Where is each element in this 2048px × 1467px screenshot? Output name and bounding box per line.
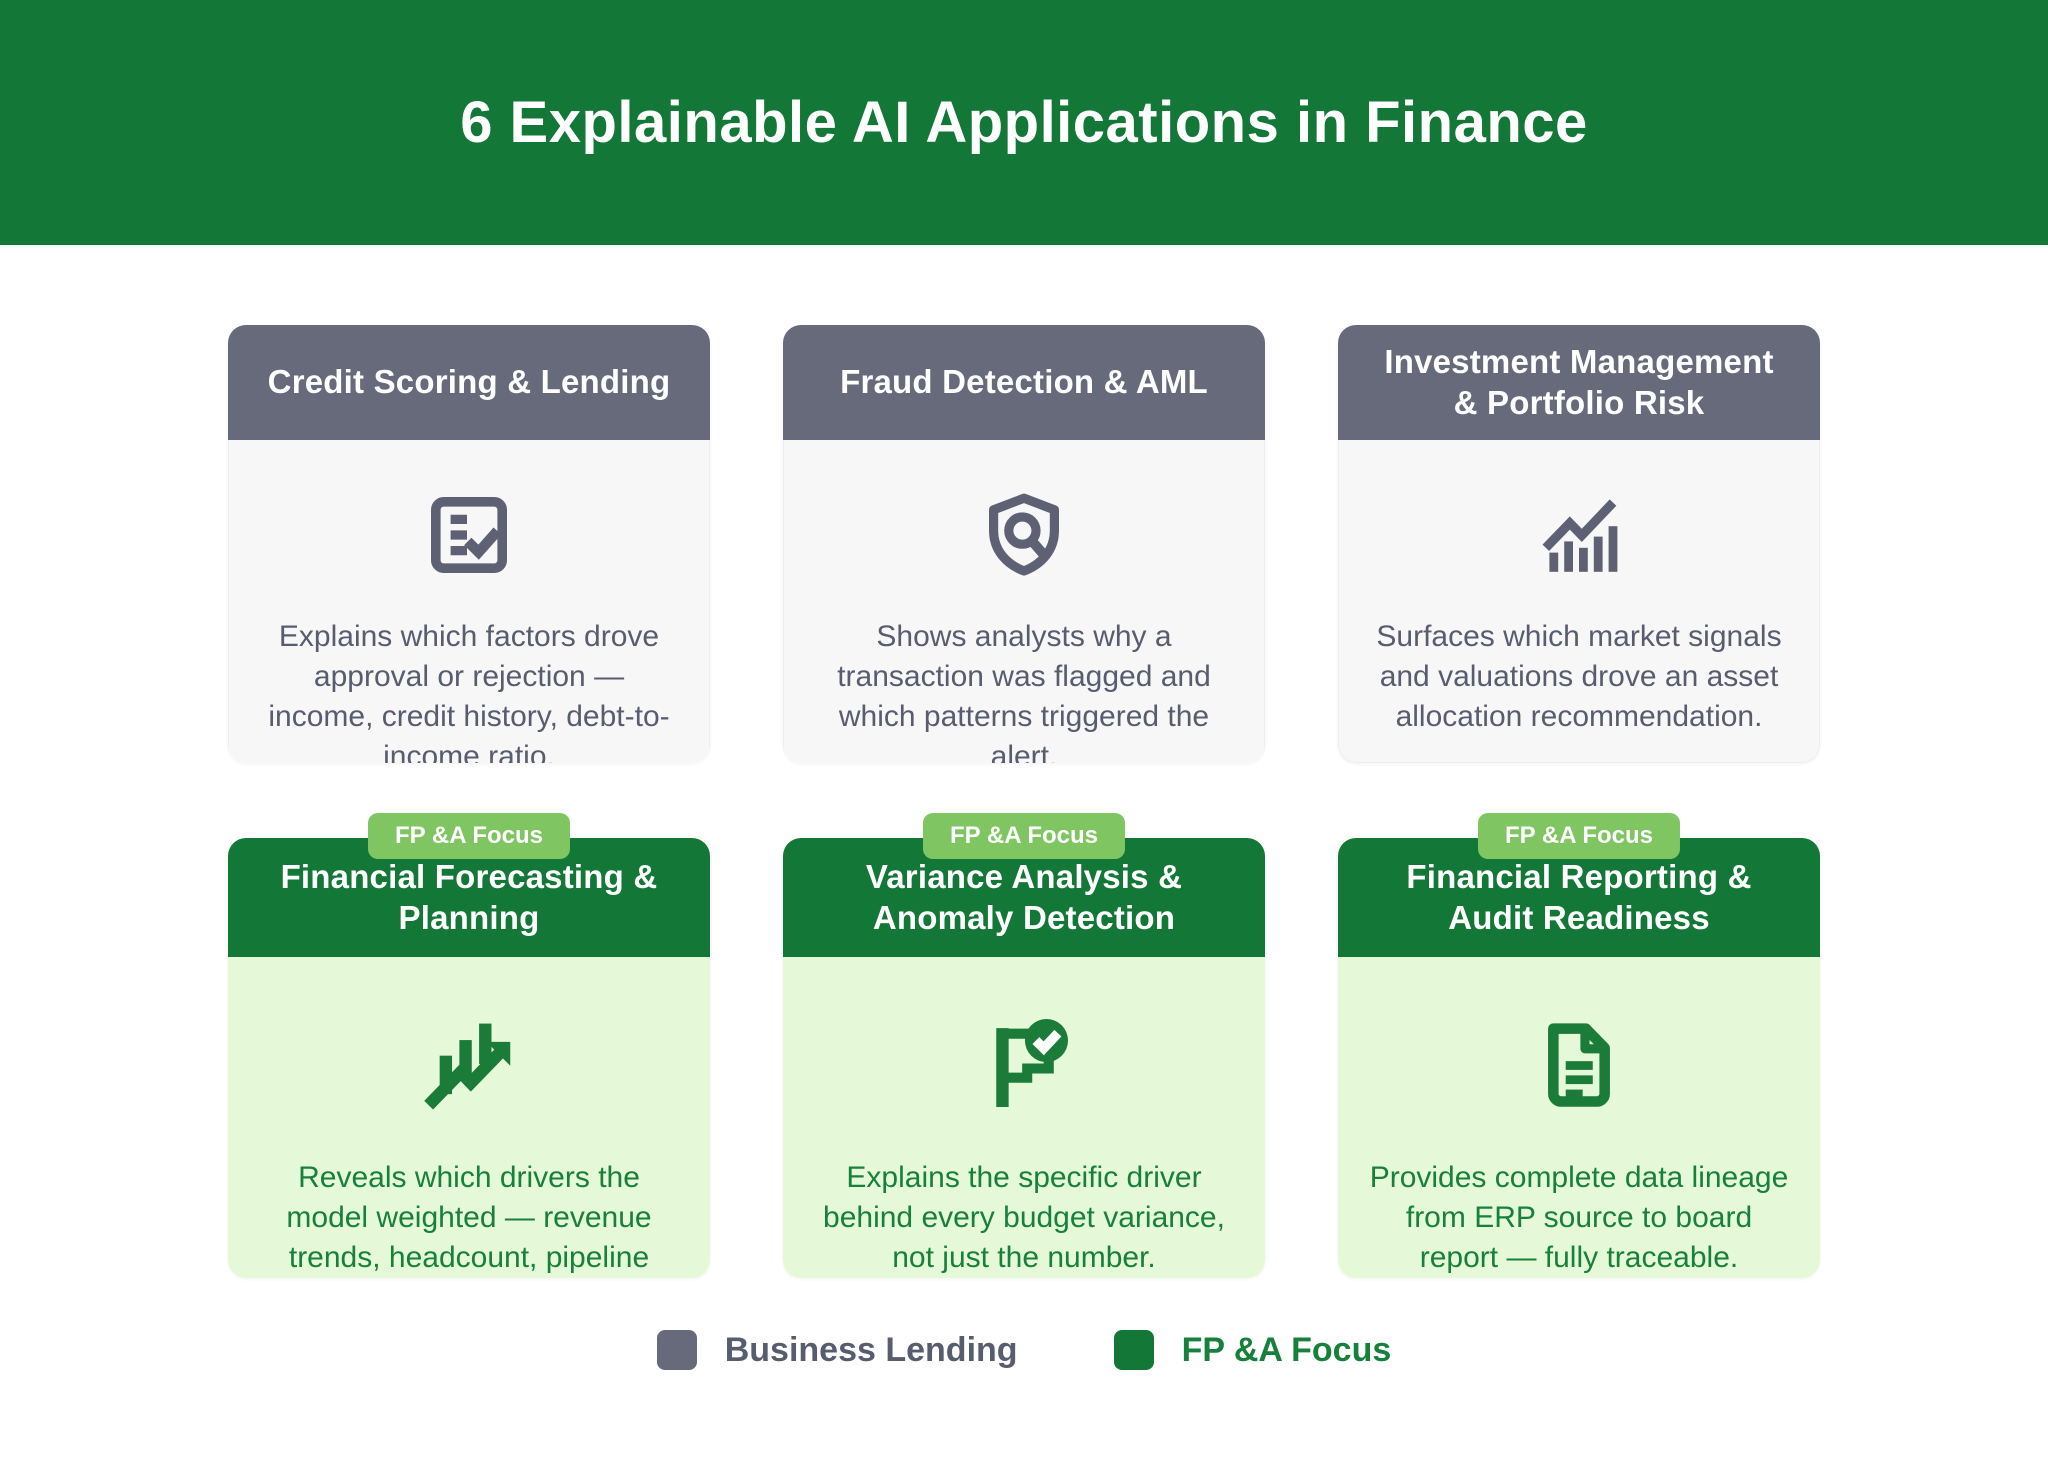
card-header: Investment Management & Portfolio Risk — [1338, 325, 1820, 440]
bar-chart-trend-icon — [1531, 487, 1627, 583]
fpa-focus-badge: FP &A Focus — [922, 813, 1126, 859]
card-header: Variance Analysis & Anomaly Detection — [783, 838, 1265, 957]
fpa-focus-badge: FP &A Focus — [1477, 813, 1681, 859]
card-fraud-detection-aml: Fraud Detection & AML Shows analysts why… — [783, 325, 1265, 763]
card-description: Explains which factors drove approval or… — [268, 620, 670, 763]
card-description: Surfaces which market signals and valuat… — [1376, 620, 1782, 733]
shield-search-icon — [976, 487, 1072, 583]
card-title: Financial Reporting & Audit Readiness — [1406, 857, 1752, 936]
legend-label-fpa-focus: FP &A Focus — [1181, 1330, 1392, 1369]
forecast-bars-arrow-icon — [414, 1008, 524, 1118]
card-cell: FP &A Focus Variance Analysis & Anomaly … — [783, 813, 1265, 1303]
card-title: Financial Forecasting & Planning — [280, 857, 658, 936]
legend-swatch-business-lending — [656, 1330, 697, 1370]
card-title: Credit Scoring & Lending — [267, 363, 671, 401]
card-credit-scoring-lending: Credit Scoring & Lending Explains which … — [228, 325, 710, 763]
card-description: Explains the specific driver behind ever… — [823, 1161, 1225, 1274]
card-title: Investment Management & Portfolio Risk — [1384, 342, 1774, 421]
card-header: Fraud Detection & AML — [783, 325, 1265, 440]
legend-label-business-lending: Business Lending — [724, 1330, 1018, 1369]
card-header: Credit Scoring & Lending — [228, 325, 710, 440]
document-icon — [1524, 1008, 1634, 1118]
card-body: Reveals which drivers the model weighted… — [228, 957, 710, 1278]
card-variance-anomaly-detection: Variance Analysis & Anomaly Detection Ex… — [783, 838, 1265, 1278]
card-title: Fraud Detection & AML — [840, 363, 1208, 401]
flag-check-icon — [969, 1008, 1079, 1118]
page-title: 6 Explainable AI Applications in Finance — [460, 90, 1588, 155]
card-description: Shows analysts why a transaction was fla… — [837, 620, 1211, 763]
fpa-focus-badge: FP &A Focus — [367, 813, 571, 859]
cards-grid: Credit Scoring & Lending Explains which … — [228, 325, 1820, 1303]
legend: Business Lending FP &A Focus — [0, 1330, 2048, 1370]
card-body: Shows analysts why a transaction was fla… — [783, 440, 1265, 763]
card-body: Provides complete data lineage from ERP … — [1338, 957, 1820, 1278]
card-description: Provides complete data lineage from ERP … — [1369, 1161, 1789, 1274]
checklist-icon — [421, 487, 517, 583]
card-body: Explains the specific driver behind ever… — [783, 957, 1265, 1278]
legend-swatch-fpa-focus — [1113, 1330, 1154, 1370]
card-title: Variance Analysis & Anomaly Detection — [865, 857, 1183, 936]
legend-item-fpa-focus: FP &A Focus — [1113, 1330, 1392, 1370]
card-financial-reporting-audit: Financial Reporting & Audit Readiness Pr… — [1338, 838, 1820, 1278]
legend-item-business-lending: Business Lending — [656, 1330, 1018, 1370]
card-investment-portfolio-risk: Investment Management & Portfolio Risk S… — [1338, 325, 1820, 763]
card-financial-forecasting-planning: Financial Forecasting & Planning Reveals… — [228, 838, 710, 1278]
card-body: Surfaces which market signals and valuat… — [1338, 440, 1820, 763]
card-cell: FP &A Focus Financial Reporting & Audit … — [1338, 813, 1820, 1303]
card-description: Reveals which drivers the model weighted… — [286, 1161, 652, 1274]
header-banner: 6 Explainable AI Applications in Finance — [0, 0, 2048, 245]
card-cell: FP &A Focus Financial Forecasting & Plan… — [228, 813, 710, 1303]
card-body: Explains which factors drove approval or… — [228, 440, 710, 763]
